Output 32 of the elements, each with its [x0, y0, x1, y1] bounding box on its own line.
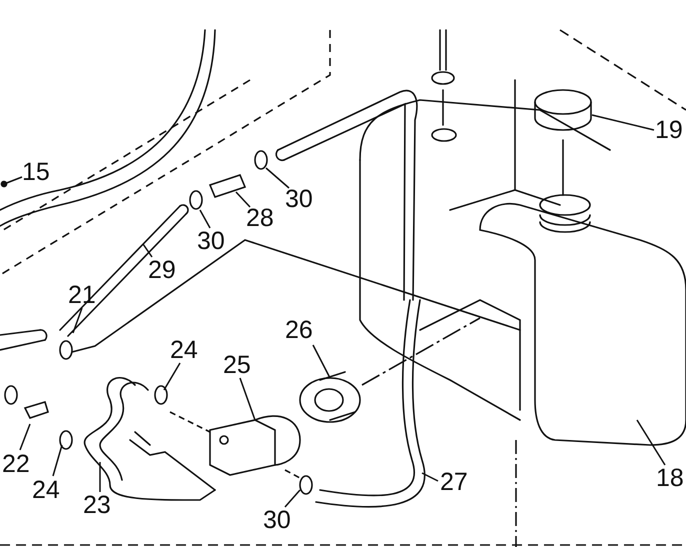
callout-number: 27 — [440, 470, 468, 495]
leader-line — [163, 362, 181, 390]
callout-number: 24 — [170, 338, 198, 363]
callout-number: 26 — [285, 318, 313, 343]
callout-number: 23 — [83, 493, 111, 518]
callout-number: 25 — [223, 353, 251, 378]
callout-number: 15 — [22, 160, 50, 185]
callout-number: 28 — [246, 206, 274, 231]
leader-line — [592, 114, 654, 131]
leader-line — [0, 176, 22, 188]
callout-number: 19 — [655, 118, 683, 143]
callout-number: 24 — [32, 478, 60, 503]
leader-line — [99, 462, 101, 492]
leader-line — [52, 444, 63, 476]
leader-line — [19, 424, 31, 450]
leader-line — [636, 420, 666, 466]
callout-number: 21 — [68, 283, 96, 308]
leader-line — [312, 344, 331, 378]
leader-line — [235, 191, 251, 208]
leader-line — [266, 167, 290, 189]
callout-number: 18 — [656, 466, 684, 491]
leader-line — [142, 244, 153, 258]
leader-line — [422, 472, 438, 482]
leader-line — [199, 210, 211, 228]
leader-line — [284, 490, 301, 508]
callout-number: 30 — [285, 187, 313, 212]
callout-number: 22 — [2, 452, 30, 477]
leader-line — [239, 378, 256, 420]
callout-number: 30 — [263, 508, 291, 533]
leader-line — [72, 308, 83, 334]
callout-number: 30 — [197, 229, 225, 254]
callout-number: 29 — [148, 258, 176, 283]
